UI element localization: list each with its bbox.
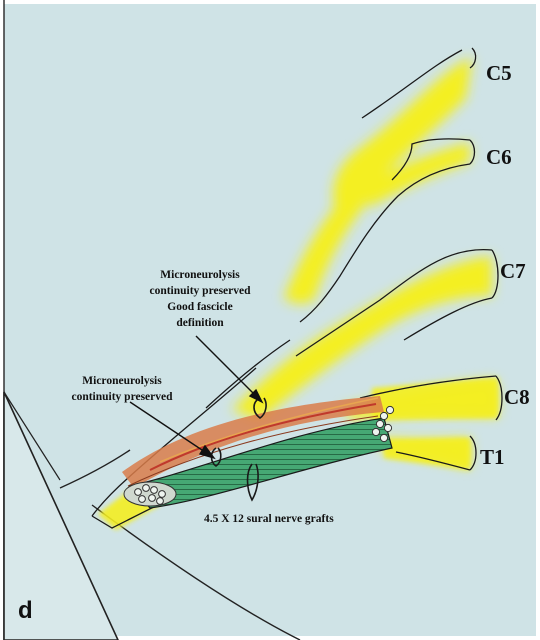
upper-note-line-1: Microneurolysis (160, 269, 240, 281)
root-label-c7: C7 (500, 259, 526, 283)
panel-letter: d (18, 597, 33, 624)
graft-label: 4.5 X 12 sural nerve grafts (204, 513, 334, 525)
lower-note-line-2: continuity preserved (71, 391, 173, 403)
root-label-c6: C6 (486, 145, 512, 169)
lower-note-line-1: Microneurolysis (82, 375, 162, 387)
root-label-t1: T1 (480, 445, 505, 469)
upper-note-line-3: Good fascicle (167, 301, 232, 313)
upper-note-line-2: continuity preserved (149, 285, 251, 297)
root-label-c8: C8 (504, 385, 530, 409)
graft-cross-section-distal (124, 482, 176, 506)
upper-note-line-4: definition (176, 317, 224, 329)
root-label-c5: C5 (486, 61, 512, 85)
